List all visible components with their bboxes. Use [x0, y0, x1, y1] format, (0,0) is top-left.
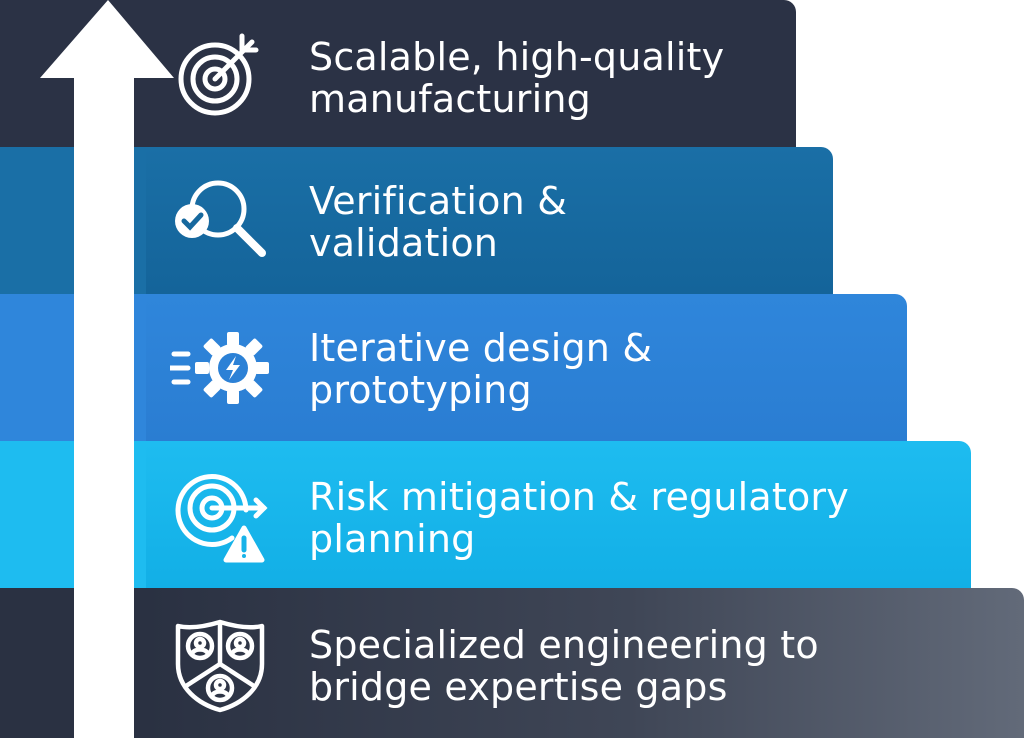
magnifier-check-icon — [175, 180, 266, 257]
step-3-block — [146, 294, 907, 441]
gear-lightning-icon — [170, 332, 269, 404]
step-1-block — [146, 0, 796, 147]
target-warning-icon — [175, 474, 268, 563]
upward-arrow — [40, 0, 174, 738]
step-3-label: Iterative design & prototyping — [309, 326, 653, 412]
step-5-block — [146, 588, 1024, 738]
team-shield-icon — [175, 619, 265, 713]
step-2-label: Verification & validation — [309, 179, 568, 265]
step-5-label: Specialized engineering to bridge expert… — [309, 623, 819, 709]
step-2-block — [146, 147, 833, 294]
step-1-label: Scalable, high-quality manufacturing — [309, 35, 725, 121]
step-4-label: Risk mitigation & regulatory planning — [309, 475, 849, 561]
step-4-block — [146, 441, 971, 588]
target-icon — [178, 33, 259, 116]
